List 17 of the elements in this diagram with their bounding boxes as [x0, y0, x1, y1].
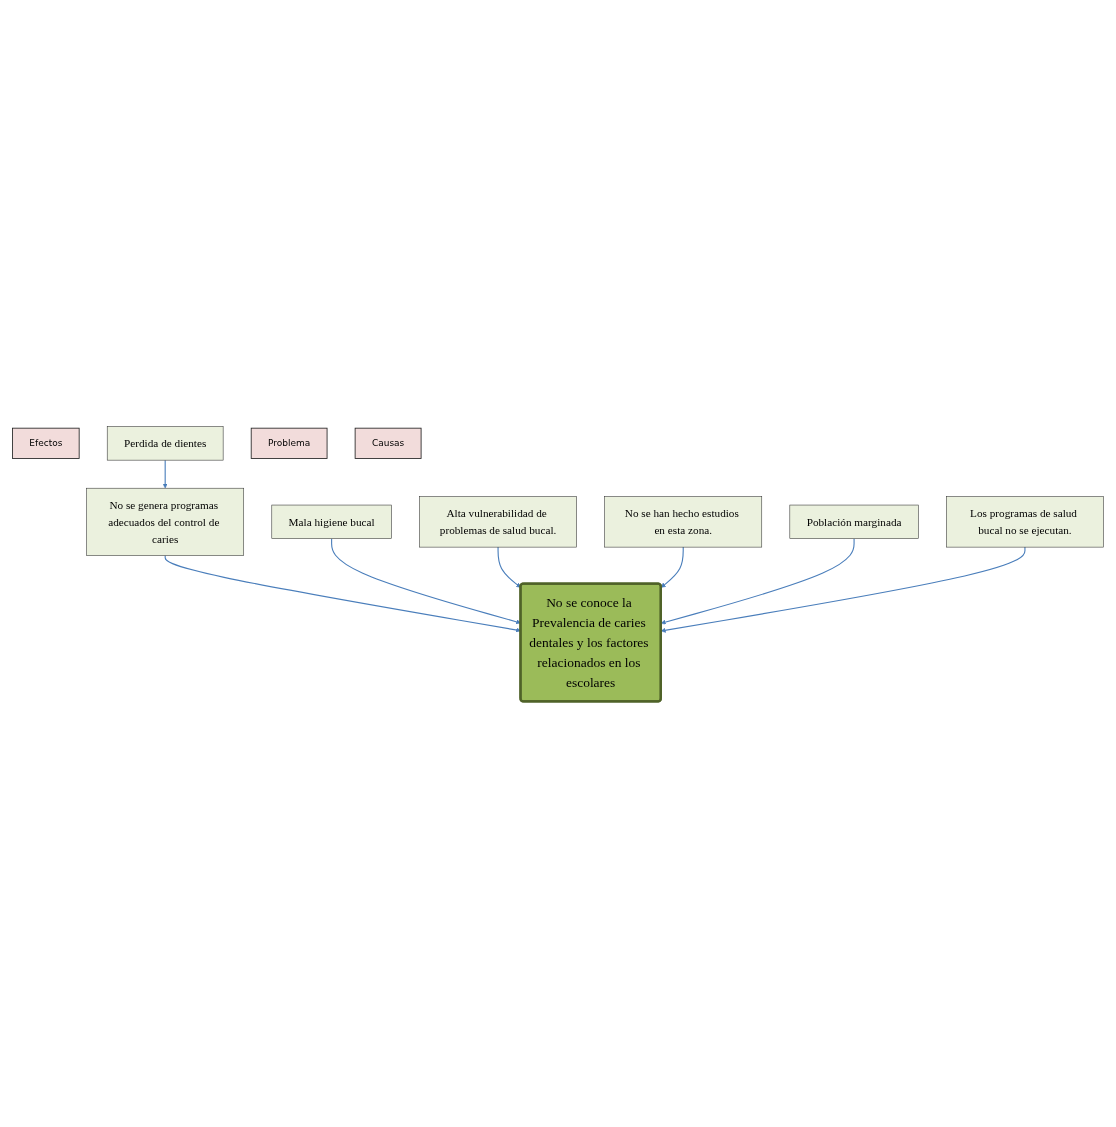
node-box: No se han hecho estudios en esta zona.	[604, 495, 763, 547]
node-box: Los programas de salud bucal no se ejecutan.	[946, 495, 1104, 547]
node-box: Población marginada	[789, 504, 919, 539]
arrow	[497, 546, 521, 588]
arrow	[660, 546, 684, 588]
node-box: Causas	[354, 427, 422, 459]
arrow	[164, 554, 521, 632]
node-box: Efectos	[12, 427, 80, 459]
node-box: Problema	[250, 427, 328, 459]
arrow	[660, 537, 855, 625]
node-box: Mala higiene bucal	[271, 504, 392, 539]
node-box: Perdida de dientes	[106, 425, 224, 460]
arrow	[162, 459, 168, 488]
arrow	[331, 537, 521, 624]
node-box: Alta vulnerabilidad de problemas de salud bucal.	[419, 495, 577, 547]
arrow	[660, 546, 1026, 633]
node-box: No se genera programas adecuados del control de caries	[86, 487, 244, 556]
